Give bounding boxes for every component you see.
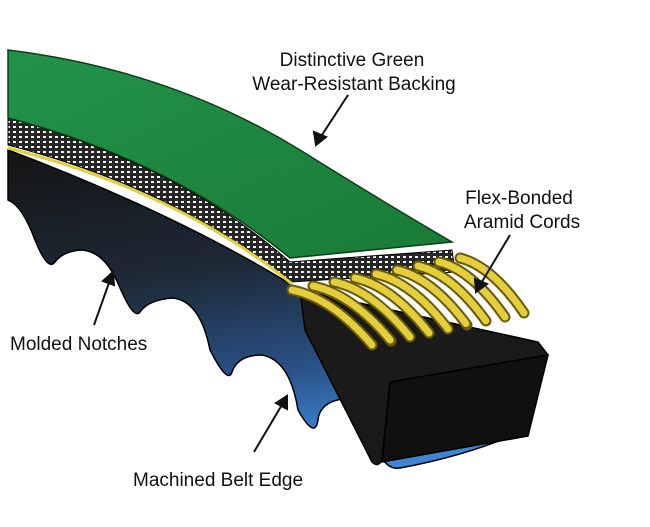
arrow-backing [312, 94, 349, 147]
green-backing [7, 49, 455, 259]
arrow-cords [473, 234, 511, 294]
arrow-notches [93, 269, 116, 326]
aramid-cord-strand [435, 258, 509, 321]
belt-end-bottom [381, 354, 550, 463]
aramid-cord-strand [393, 266, 471, 329]
callout-arrows [93, 94, 511, 453]
label-backing-line1: Distinctive Green [280, 50, 425, 71]
label-cords-line2: Aramid Cords [464, 212, 580, 233]
aramid-cord-strand [309, 282, 395, 345]
label-notches: Molded Notches [10, 334, 147, 355]
yellow-separator [7, 146, 293, 286]
aramid-cord-strand [414, 262, 490, 325]
aramid-cord-strand [288, 286, 376, 349]
aramid-cord-strand [456, 254, 528, 317]
arrow-edge [253, 394, 288, 453]
aramid-cord-strand [372, 270, 452, 333]
label-backing-line2: Wear-Resistant Backing [252, 74, 455, 95]
label-cords-line1: Flex-Bonded [465, 188, 573, 209]
aramid-cord-strand [351, 274, 433, 337]
label-edge: Machined Belt Edge [133, 470, 303, 491]
aramid-cord-strand [330, 278, 414, 341]
aramid-cords [286, 252, 530, 351]
